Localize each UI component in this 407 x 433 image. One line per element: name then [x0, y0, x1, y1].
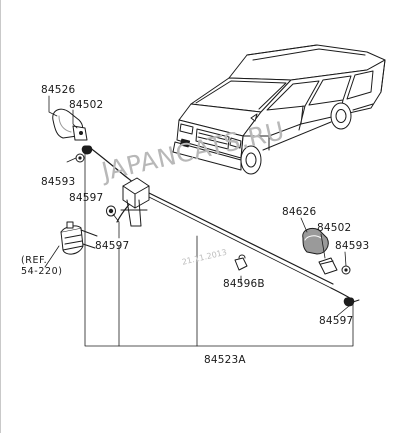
label-84626: 84626 [282, 206, 317, 218]
label-84596b: 84596B [223, 278, 265, 290]
label-84597-a: 84597 [69, 192, 104, 204]
left-washer-nozzle [52, 108, 93, 163]
leader-lines [44, 95, 354, 347]
washer-hose-assembly [88, 146, 354, 301]
label-84502-top: 84502 [69, 99, 104, 111]
label-84593-top: 84593 [41, 176, 76, 188]
washer-pump [60, 221, 98, 255]
label-ref-line1: (REF. [21, 255, 48, 266]
right-washer-nozzle [302, 227, 360, 307]
vehicle-illustration [172, 44, 386, 175]
label-84597-right: 84597 [319, 315, 354, 327]
label-ref-line2: 54-220) [21, 266, 63, 277]
label-84523a: 84523A [204, 354, 246, 366]
label-84593-right: 84593 [335, 240, 370, 252]
label-84597-b: 84597 [95, 240, 130, 252]
label-84526-top: 84526 [41, 84, 76, 96]
hose-clip [234, 254, 248, 271]
label-84502-right: 84502 [317, 222, 352, 234]
